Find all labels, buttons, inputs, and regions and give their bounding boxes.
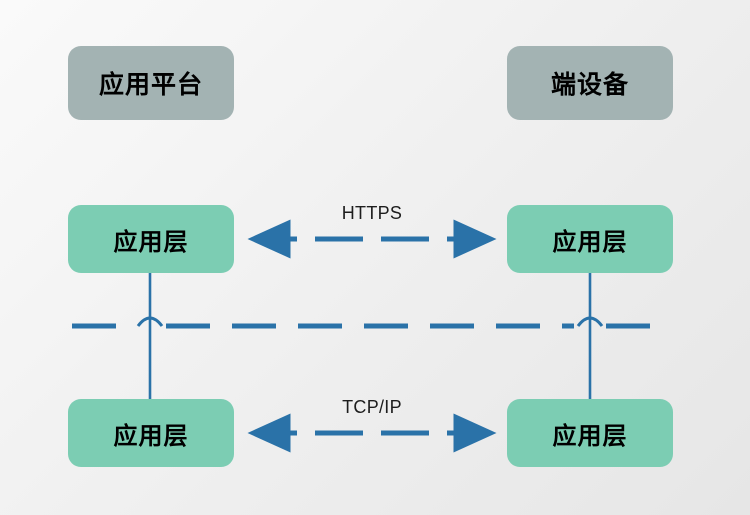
node-device-header-label: 端设备	[550, 71, 629, 99]
node-platform-app-layer[interactable]: 应用层	[68, 205, 234, 273]
node-device-transport-layer-label: 应用层	[552, 422, 628, 450]
node-platform-transport-layer-label: 应用层	[113, 422, 189, 450]
node-device-header[interactable]: 端设备	[507, 46, 673, 120]
node-device-transport-layer[interactable]: 应用层	[507, 399, 673, 467]
node-platform-header[interactable]: 应用平台	[68, 46, 234, 120]
node-platform-transport-layer[interactable]: 应用层	[68, 399, 234, 467]
node-device-app-layer[interactable]: 应用层	[507, 205, 673, 273]
node-device-app-layer-label: 应用层	[552, 228, 628, 256]
boundary-separator	[72, 316, 668, 329]
edge-label-tcpip: TCP/IP	[342, 397, 402, 417]
node-platform-header-label: 应用平台	[98, 71, 203, 99]
edge-label-https: HTTPS	[341, 203, 403, 223]
node-platform-app-layer-label: 应用层	[113, 228, 189, 256]
